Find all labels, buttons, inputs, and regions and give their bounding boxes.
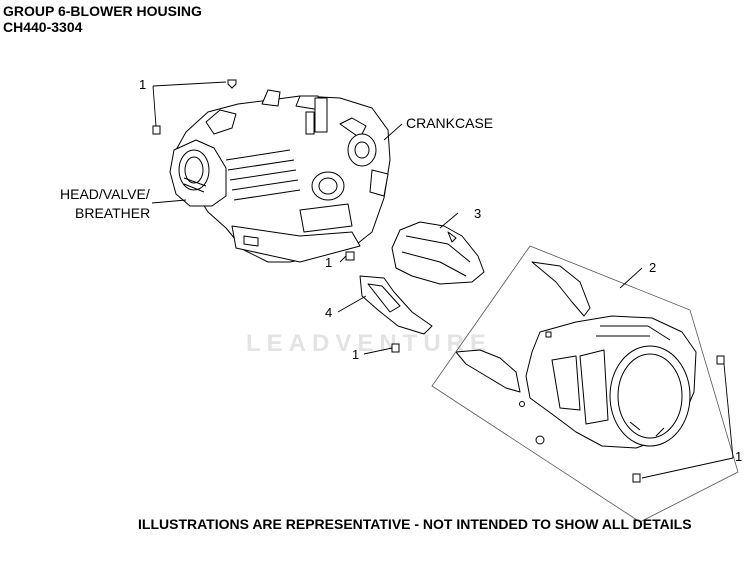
label-crankcase: CRANKCASE bbox=[406, 115, 494, 131]
callout-4: 4 bbox=[325, 305, 333, 320]
callout-1-top: 1 bbox=[139, 77, 147, 92]
leader-lines bbox=[151, 81, 734, 479]
model-number: CH440-3304 bbox=[3, 19, 83, 35]
callout-1-lower: 1 bbox=[352, 347, 360, 362]
part-2-blower-housing bbox=[455, 261, 697, 449]
callout-1-mid: 1 bbox=[325, 255, 333, 270]
label-head-valve: HEAD/VALVE/ bbox=[60, 186, 150, 202]
disclaimer-footer: ILLUSTRATIONS ARE REPRESENTATIVE - NOT I… bbox=[138, 516, 692, 532]
callout-3: 3 bbox=[474, 206, 482, 221]
part-4-baffle bbox=[359, 275, 433, 335]
watermark-text: LEADVENTURE bbox=[246, 330, 493, 357]
engine-assembly bbox=[169, 89, 391, 263]
diagram-title: GROUP 6-BLOWER HOUSING bbox=[3, 3, 202, 19]
part-3-shroud bbox=[391, 221, 485, 285]
callout-2: 2 bbox=[649, 260, 657, 275]
callout-1-right: 1 bbox=[735, 449, 743, 464]
label-breather: BREATHER bbox=[75, 205, 151, 221]
assembly-box bbox=[431, 245, 739, 523]
